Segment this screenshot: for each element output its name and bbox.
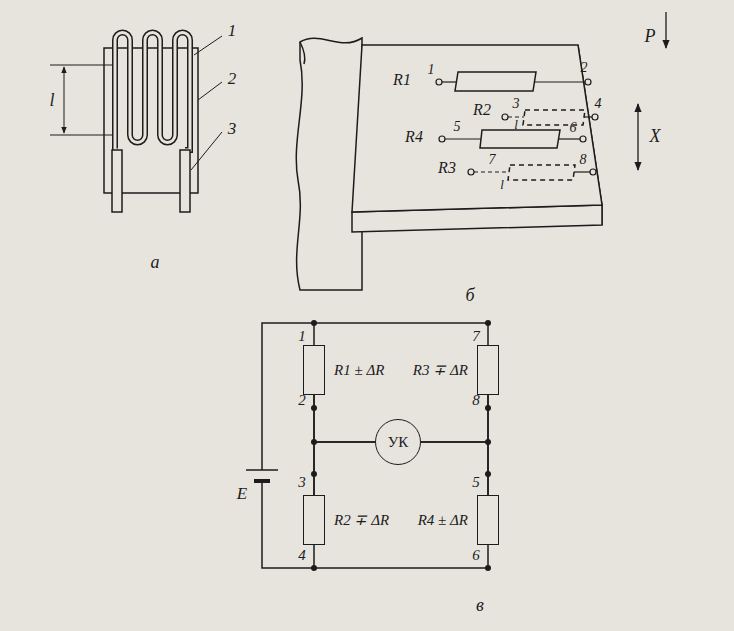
panel-letter: а (151, 253, 160, 271)
gauge-terminals (436, 79, 598, 175)
leader-line (194, 36, 222, 55)
gauge-lead (112, 150, 122, 212)
gauge-r3 (508, 165, 575, 180)
wire (314, 323, 488, 345)
callout-number: R2 (473, 102, 491, 118)
pin-number: 8 (472, 393, 480, 408)
resistor-symbol: R4 ± ΔR (477, 495, 499, 545)
resistor-label: R3 ∓ ΔR (413, 363, 468, 378)
pin-number: 7 (472, 329, 480, 344)
pin-number: 4 (298, 548, 306, 563)
pin-number: 2 (298, 393, 306, 408)
indicator-label: УК (388, 435, 409, 450)
gauge-grid-inner (115, 33, 190, 151)
panel-letter: б (465, 286, 474, 304)
callout-number: 5 (454, 120, 461, 134)
gauge-r4 (480, 130, 560, 148)
pin-number: 1 (298, 329, 306, 344)
wire (421, 442, 488, 495)
resistor-symbol: R3 ∓ ΔR (477, 345, 499, 395)
callout-number: 2 (581, 61, 588, 75)
callout-number: l (500, 178, 504, 191)
callout-number: 6 (570, 121, 577, 135)
deflection-arrow (637, 104, 638, 170)
wall (296, 38, 362, 290)
extension-line (50, 65, 112, 66)
battery-plate (246, 469, 278, 471)
indicator-circle: УК (375, 419, 421, 465)
resistor-label: R1 ± ΔR (334, 363, 384, 378)
callout-number: R4 (405, 129, 423, 145)
wire (314, 545, 488, 568)
callout-number: X (650, 127, 661, 145)
callout-number: R3 (438, 160, 456, 176)
gauge-wires (442, 82, 592, 172)
gauge-grid (115, 33, 190, 151)
force-arrow (665, 12, 666, 48)
callout-number: 3 (228, 120, 237, 137)
callout-number: 2 (228, 70, 237, 87)
pin-number: 6 (472, 548, 480, 563)
extension-line (50, 135, 112, 136)
resistor-symbol: R2 ∓ ΔR (303, 495, 325, 545)
wire (314, 395, 375, 442)
callout-number: E (237, 485, 247, 502)
callout-number: 1 (428, 63, 435, 77)
leader-line (198, 82, 222, 100)
beam-top (352, 45, 602, 212)
callout-number: R1 (393, 72, 411, 88)
callout-number: P (645, 27, 656, 45)
callout-number: 4 (595, 97, 602, 111)
callout-number: 8 (580, 153, 587, 167)
callout-number: l (49, 91, 54, 109)
callout-number: 7 (489, 153, 496, 167)
strain-gauge (50, 33, 222, 213)
resistor-label: R2 ∓ ΔR (334, 513, 389, 528)
panel-letter: в (476, 596, 484, 614)
leader-line (191, 132, 222, 170)
pin-number: 5 (472, 475, 480, 490)
callout-number: 1 (228, 22, 237, 39)
gauge-r1 (455, 72, 536, 91)
beam (296, 12, 666, 290)
battery-plate (254, 479, 270, 483)
callout-number: 3 (513, 97, 520, 111)
wall-edge (300, 42, 305, 64)
callout-number: l (514, 118, 518, 131)
pin-number: 3 (298, 475, 306, 490)
dimension-line (64, 67, 65, 133)
gauge-lead (180, 150, 190, 212)
resistor-symbol: R1 ± ΔR (303, 345, 325, 395)
resistor-label: R4 ± ΔR (418, 513, 468, 528)
wire (314, 442, 375, 495)
